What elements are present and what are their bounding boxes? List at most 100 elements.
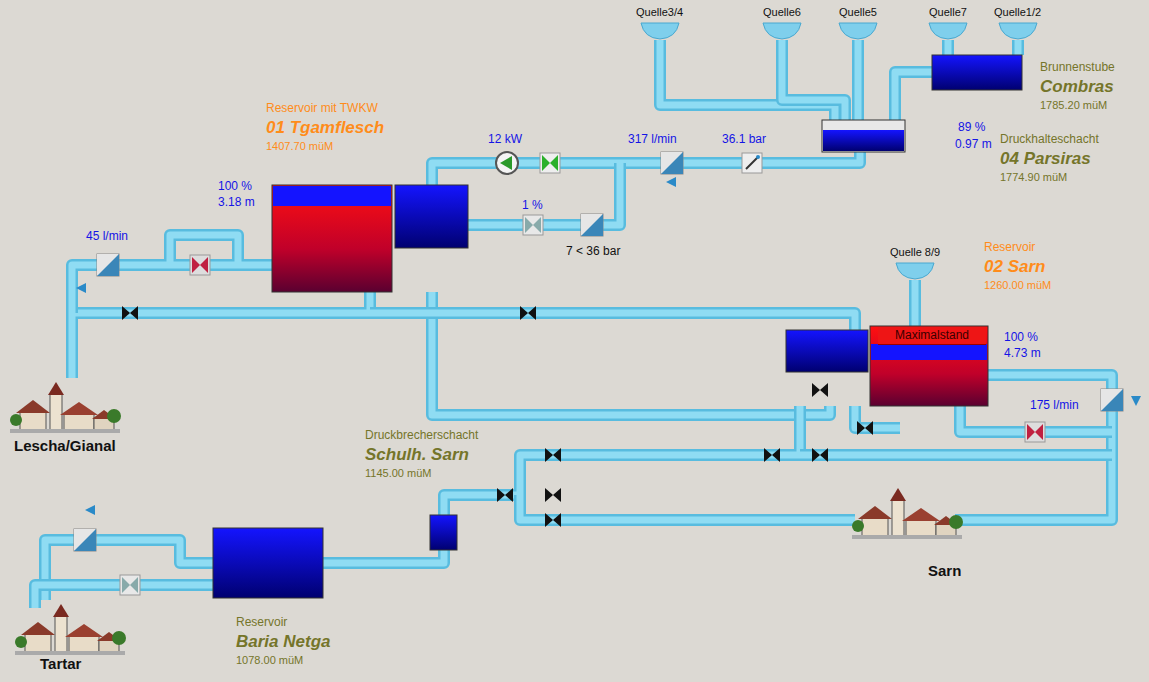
node-caption: Reservoir mit TWKW01 Tgamflesch 1407.70 m… [266, 101, 384, 154]
measurement-value: 89 % [958, 120, 985, 134]
node-caption: Sarn [928, 562, 961, 581]
reservoir-tank: Reservoir mit TWKW01 Tgamflesch1407.70 m… [272, 185, 468, 292]
water-pipe [660, 40, 835, 120]
spring-bowl-outline [762, 22, 802, 40]
node-caption: ReservoirBaria Netga1078.00 müM [236, 615, 330, 668]
measurement-value: 36.1 bar [722, 132, 766, 146]
node-text: 1774.90 müM [1000, 171, 1099, 185]
spring-bowl-outline [928, 22, 968, 40]
water-pipe [323, 550, 444, 563]
measurement-value: 317 l/min [628, 132, 677, 146]
node-caption: Lescha/Gianal [14, 437, 116, 456]
node-text: 1260.00 müM [984, 279, 1051, 293]
node-text: Quelle3/4 [636, 6, 683, 20]
node-title: 01 Tgamflesch [266, 117, 384, 138]
village: Lescha/Gianal [5, 378, 125, 432]
node-caption: Tartar [40, 655, 81, 674]
water-pipe [782, 40, 845, 120]
spring-bowl-shape [839, 23, 877, 39]
pipe-outer [942, 40, 954, 55]
node-text: 1407.70 müM [266, 140, 384, 154]
water-pipe [915, 280, 916, 326]
node-text: Tartar [40, 655, 81, 674]
spring-bowl: Quelle7 [928, 22, 968, 40]
spring-bowl: Quelle5 [838, 22, 878, 40]
spring-bowl: Quelle 8/9 [895, 262, 935, 280]
level-alarm-band: Maximalstand [878, 327, 986, 345]
reservoir-tank: ReservoirBaria Netga1078.00 müM [213, 528, 323, 598]
spring-bowl-outline [998, 22, 1038, 40]
measurement-value: 100 % [1004, 330, 1038, 344]
water-pipe [444, 406, 800, 515]
village: Sarn [855, 478, 955, 520]
node-text: Druckhalteschacht [1000, 132, 1099, 147]
pipe-inner [432, 152, 860, 185]
spring-bowl-outline [640, 22, 680, 40]
pressure-shaft: Druckhalteschacht04 Parsiras1774.90 müM [822, 120, 905, 152]
pipe-inner [72, 292, 370, 378]
pipe-inner [660, 40, 835, 120]
pipe-outer [909, 280, 921, 326]
node-text: Quelle7 [929, 6, 967, 20]
node-caption: Quelle6 [763, 6, 801, 20]
node-caption: Maximalstand [895, 328, 969, 343]
node-text: 1785.20 müM [1040, 99, 1115, 113]
pipe-outer [782, 40, 845, 120]
node-text: Reservoir mit TWKW [266, 101, 384, 116]
water-pipe [858, 40, 859, 120]
spring-bowl: Quelle3/4 [640, 22, 680, 40]
node-caption: Quelle7 [929, 6, 967, 20]
reservoir-tank: Reservoir02 Sarn1260.00 müMMaximalstand [786, 326, 988, 406]
pipe-outer [323, 550, 444, 563]
water-pipe [72, 292, 370, 378]
pipe-outer [1012, 40, 1024, 55]
measurement-value: 1 % [522, 198, 543, 212]
water-pipe [948, 40, 949, 55]
node-text: 1078.00 müM [236, 654, 330, 668]
node-text: Quelle6 [763, 6, 801, 20]
measurement-value: 4.73 m [1004, 346, 1041, 360]
node-text: Lescha/Gianal [14, 437, 116, 456]
measurement-value: 100 % [218, 179, 252, 193]
node-text: Quelle1/2 [994, 6, 1041, 20]
spring-bowl-shape [896, 263, 934, 279]
pipe-inner [912, 280, 919, 326]
node-text: Reservoir [984, 240, 1051, 255]
village: Tartar [18, 600, 120, 652]
node-caption: Quelle5 [839, 6, 877, 20]
water-pipe [432, 152, 860, 185]
node-title: Baria Netga [236, 631, 330, 652]
node-text: Druckbrecherschacht [365, 428, 478, 443]
measurement-value: 3.18 m [218, 195, 255, 209]
node-caption: DruckbrecherschachtSchulh. Sarn 1145.00 m… [365, 428, 478, 481]
node-text: Maximalstand [895, 328, 969, 343]
pipe-inner [782, 40, 845, 120]
node-caption: Druckhalteschacht04 Parsiras1774.90 müM [1000, 132, 1099, 185]
measurement-value: 45 l/min [86, 229, 128, 243]
water-pipe [895, 72, 932, 120]
node-caption: BrunnenstubeCombras1785.20 müM [1040, 60, 1115, 113]
pressure-break-shaft: DruckbrecherschachtSchulh. Sarn1145.00 m… [430, 515, 457, 550]
node-title: 02 Sarn [984, 256, 1051, 277]
node-caption: Reservoir02 Sarn 1260.00 müM [984, 240, 1051, 293]
node-caption: Quelle3/4 [636, 6, 683, 20]
node-text: Brunnenstube [1040, 60, 1115, 75]
water-pipe [1018, 40, 1019, 55]
spring-bowl: Quelle6 [762, 22, 802, 40]
spring-bowl-shape [641, 23, 679, 39]
pipe-inner [895, 72, 932, 120]
spring-bowl-shape [999, 23, 1037, 39]
pipe-outer [895, 72, 932, 120]
node-text: 1145.00 müM [365, 467, 478, 481]
node-caption: Quelle 8/9 [890, 246, 940, 260]
pipe-outer [72, 292, 370, 378]
pipe-outer [852, 40, 864, 120]
pipe-inner [945, 40, 952, 55]
node-text: Quelle5 [839, 6, 877, 20]
spring-bowl-outline [895, 262, 935, 280]
node-caption: Quelle1/2 [994, 6, 1041, 20]
spring-bowl-shape [763, 23, 801, 39]
node-title: Schulh. Sarn [365, 444, 478, 465]
pipe-inner [855, 40, 862, 120]
